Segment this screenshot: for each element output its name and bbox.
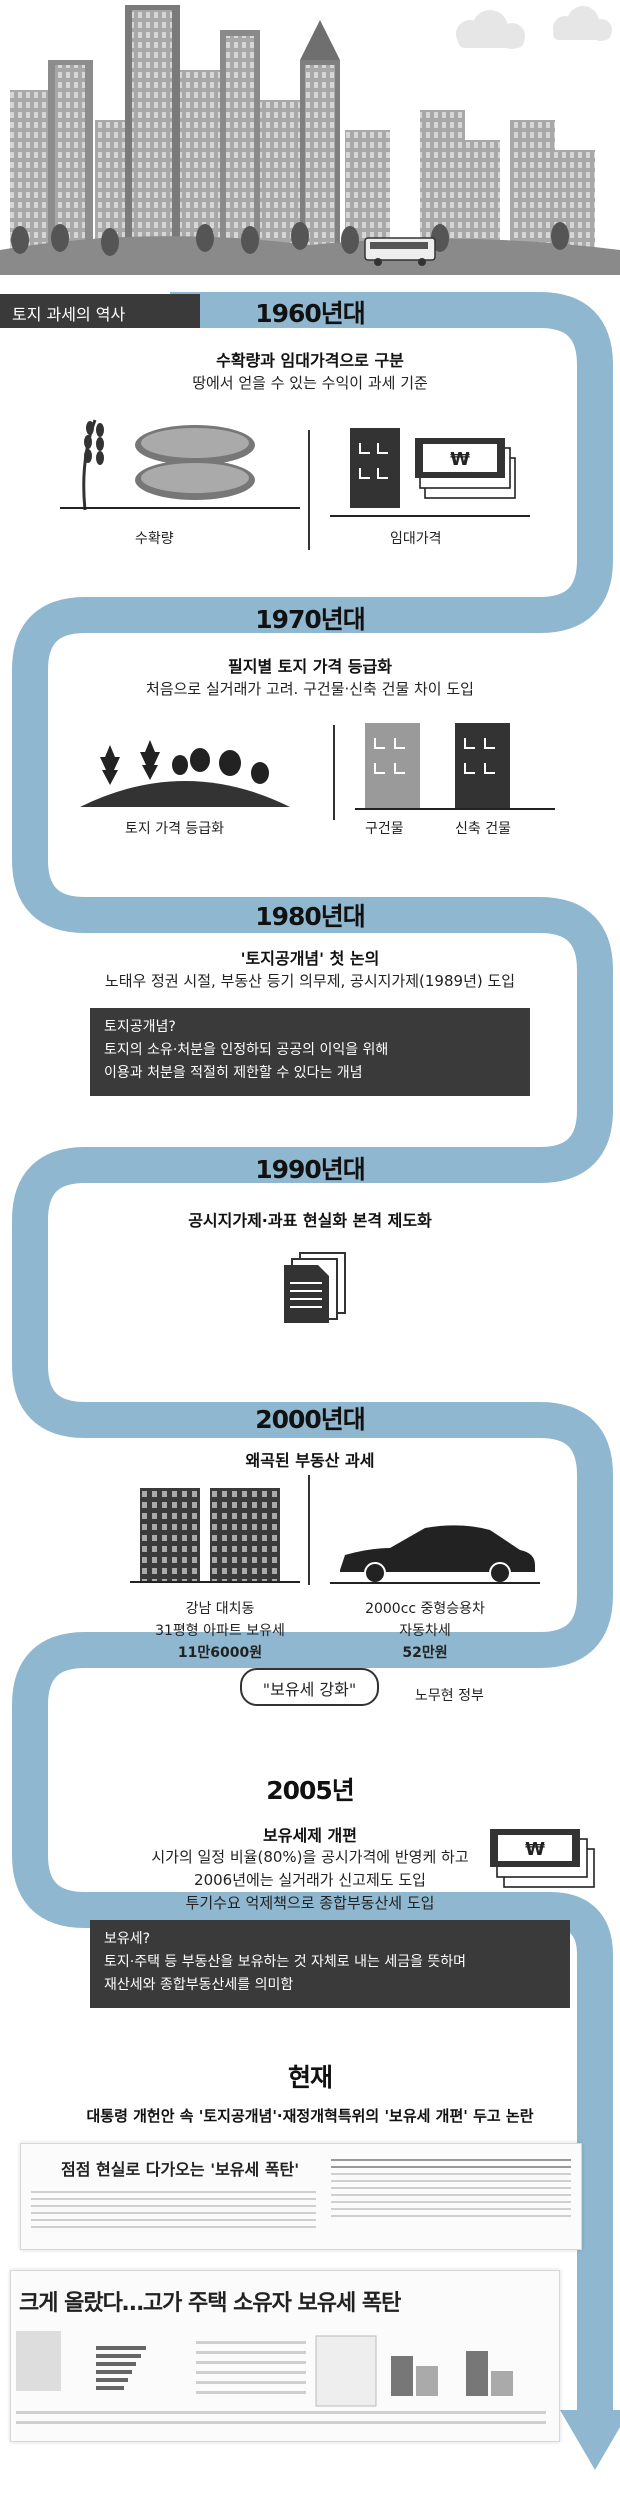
concept-title: 보유세?: [104, 1931, 151, 1947]
news-text-block: [31, 2186, 316, 2233]
rent-building-money-icon: ₩: [330, 428, 530, 517]
car-desc: 2000cc 중형승용차: [365, 1601, 485, 1617]
quote-speaker: 노무현 정부: [415, 1688, 484, 1704]
apt-tax-value: 11만6000원: [177, 1645, 263, 1661]
land-trees-icon: [80, 740, 290, 807]
label-harvest: 수확량: [135, 531, 174, 547]
rice-harvest-icon: [60, 419, 300, 511]
money-stack-icon: ₩: [490, 1829, 595, 1888]
heading-1960: 수확량과 임대가격으로 구분: [216, 351, 404, 370]
concept-box-1980: 토지공개념? 토지의 소유·처분을 인정하되 공공의 이익을 위해 이용과 처분…: [90, 1008, 530, 1096]
divider-2000: [308, 1475, 310, 1585]
news-headline-1: 점점 현실로 다가오는 '보유세 폭탄': [61, 2160, 300, 2179]
old-new-buildings-icon: [355, 723, 555, 810]
reform-line: 투기수요 억제책으로 종합부동산세 도입: [185, 1894, 435, 1912]
heading-1990: 공시지가제·과표 현실화 본격 제도화: [188, 1211, 432, 1230]
news-headline-2: 크게 올랐다…고가 주택 소유자 보유세 폭탄: [19, 2291, 401, 2316]
apartment-tax-label: 강남 대치동 31평형 아파트 보유세 11만6000원: [150, 1598, 290, 1664]
page-title: 토지 과세의 역사: [12, 305, 126, 324]
document-icon: [284, 1252, 346, 1323]
quote-text: "보유세 강화": [262, 1680, 357, 1699]
svg-text:₩: ₩: [525, 1839, 545, 1860]
svg-text:₩: ₩: [450, 449, 470, 470]
decade-2005: 2005년: [266, 1776, 355, 1805]
label-new-building: 신축 건물: [455, 821, 511, 837]
label-land-grade: 토지 가격 등급화: [125, 821, 225, 837]
heading-2000: 왜곡된 부동산 과세: [245, 1451, 375, 1470]
heading-2005: 보유세제 개편: [263, 1826, 357, 1845]
decade-1970: 1970년대: [255, 605, 366, 634]
apartment-icon: [130, 1488, 300, 1583]
car-tax-label: 2000cc 중형승용차 자동차세 52만원: [350, 1598, 500, 1664]
reform-line: 시가의 일정 비율(80%)을 공시가격에 반영케 하고: [151, 1848, 469, 1866]
apt-location: 강남 대치동: [185, 1601, 255, 1617]
title-bar: 토지 과세의 역사: [0, 294, 200, 328]
sub-1970: 처음으로 실거래가 고려. 구건물·신축 건물 차이 도입: [146, 680, 474, 698]
newspaper-clip-1: 점점 현실로 다가오는 '보유세 폭탄': [20, 2143, 582, 2250]
news-text-block: [331, 2154, 571, 2222]
decade-1960: 1960년대: [255, 299, 366, 328]
concept-line: 재산세와 종합부동산세를 의미함: [104, 1977, 294, 1993]
sub-1980: 노태우 정권 시절, 부동산 등기 의무제, 공시지가제(1989년) 도입: [104, 972, 516, 990]
sub-1960: 땅에서 얻을 수 있는 수익이 과세 기준: [192, 374, 428, 392]
decade-1980: 1980년대: [255, 902, 366, 931]
divider-1970: [333, 725, 335, 820]
label-rent: 임대가격: [390, 531, 442, 547]
news-charts-thumbnail: [16, 2331, 546, 2424]
concept-title: 토지공개념?: [104, 1019, 176, 1035]
heading-1980: '토지공개념' 첫 논의: [240, 949, 380, 968]
decade-2000: 2000년대: [255, 1405, 366, 1434]
quote-bubble: "보유세 강화": [240, 1668, 379, 1706]
divider-1960: [308, 430, 310, 550]
apt-desc: 31평형 아파트 보유세: [155, 1623, 285, 1639]
lines-2005: 시가의 일정 비율(80%)을 공시가격에 반영케 하고 2006년에는 실거래…: [140, 1846, 480, 1915]
label-old-building: 구건물: [365, 821, 404, 837]
arrow-head-icon: [560, 2410, 620, 2470]
city-skyline-illustration: [0, 5, 620, 275]
concept-line: 토지의 소유·처분을 인정하되 공공의 이익을 위해: [104, 1042, 389, 1058]
concept-line: 이용과 처분을 적절히 제한할 수 있다는 개념: [104, 1065, 363, 1081]
reform-line: 2006년에는 실거래가 신고제도 도입: [194, 1871, 426, 1889]
newspaper-clip-2: 크게 올랐다…고가 주택 소유자 보유세 폭탄: [10, 2270, 560, 2442]
heading-1970: 필지별 토지 가격 등급화: [228, 657, 392, 676]
cloud-icon: [456, 6, 612, 49]
concept-box-2005: 보유세? 토지·주택 등 부동산을 보유하는 것 자체로 내는 세금을 뜻하며 …: [90, 1920, 570, 2008]
car-icon: [330, 1525, 540, 1584]
heading-now: 대통령 개헌안 속 '토지공개념'·재정개혁특위의 '보유세 개편' 두고 논란: [86, 2107, 534, 2125]
decade-1990: 1990년대: [255, 1155, 366, 1184]
bus-icon: [364, 237, 436, 266]
decade-now: 현재: [287, 2063, 333, 2092]
car-tax-name: 자동차세: [399, 1623, 451, 1639]
concept-line: 토지·주택 등 부동산을 보유하는 것 자체로 내는 세금을 뜻하며: [104, 1954, 467, 1970]
car-tax-value: 52만원: [402, 1645, 448, 1661]
